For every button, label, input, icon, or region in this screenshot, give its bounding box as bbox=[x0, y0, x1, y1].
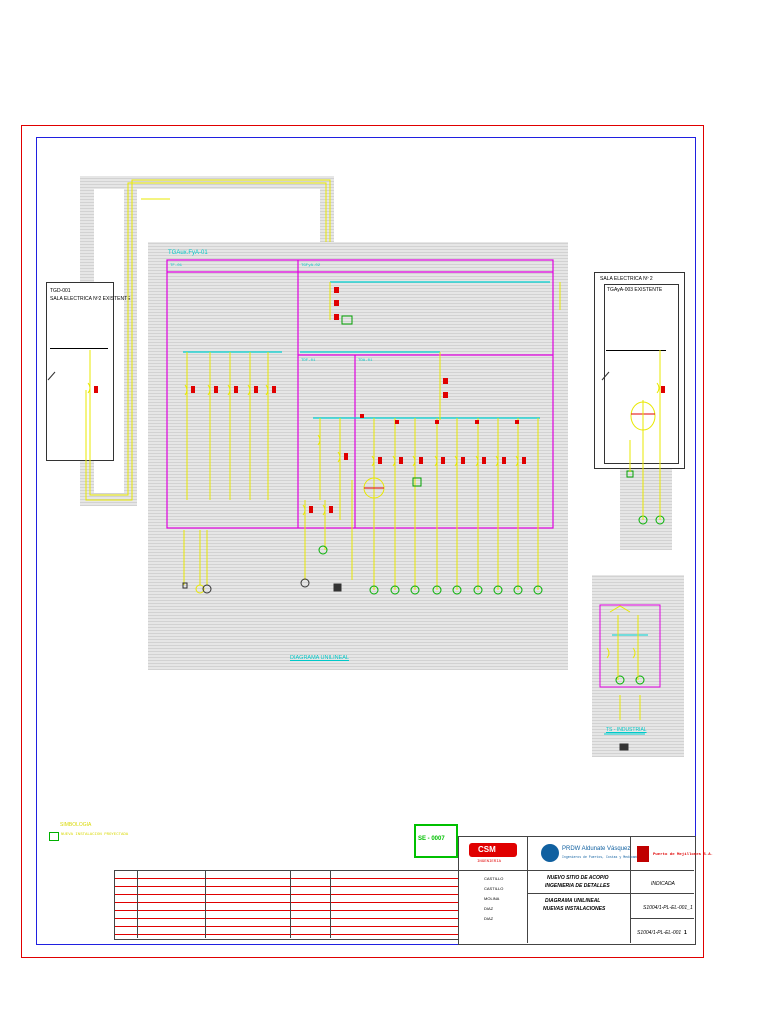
title-block-col-a bbox=[527, 836, 528, 943]
contractor-logo bbox=[469, 843, 517, 857]
stamp-box bbox=[414, 824, 458, 858]
load-terminals bbox=[318, 515, 665, 685]
person-4: DIAZ bbox=[484, 906, 494, 911]
sheet-border-blue bbox=[36, 137, 696, 945]
title-block-right-sep1 bbox=[630, 893, 694, 894]
project-line-1: NUEVO SITIO DE ACOPIO bbox=[547, 875, 609, 881]
person-2: CASTILLO bbox=[484, 886, 504, 891]
revision-table bbox=[114, 870, 460, 940]
sheet-border-red bbox=[21, 125, 704, 958]
revision-table-cols bbox=[137, 870, 138, 938]
contractor-logo-sub: INGENIERIA bbox=[477, 860, 502, 864]
drawing-line-2: NUEVAS INSTALACIONES bbox=[543, 906, 606, 912]
person-5: DIAZ bbox=[484, 916, 494, 921]
diagram-label: DIAGRAMA UNILINEAL bbox=[290, 655, 349, 661]
title-block-logo-row-sep bbox=[458, 870, 694, 871]
breaker-symbols bbox=[87, 382, 660, 659]
board-sub1-label: TF-01 bbox=[170, 264, 183, 268]
transformer-units bbox=[182, 315, 656, 751]
revision-table-col2 bbox=[205, 870, 206, 938]
cable-route-top-inner bbox=[137, 189, 320, 242]
legend-title: SIMBOLOGIA bbox=[60, 822, 92, 828]
title-block-mid-sep bbox=[527, 893, 630, 894]
board-outlines bbox=[166, 259, 554, 529]
drawing-line-1: DIAGRAMA UNILINEAL bbox=[545, 898, 601, 904]
board-sub3-label: TDF-01 bbox=[301, 359, 316, 363]
feeders-group-3 bbox=[304, 282, 561, 590]
right-room-inner bbox=[604, 284, 679, 464]
board-sub2-label: TGFyA-02 bbox=[301, 264, 321, 268]
ts-box bbox=[599, 604, 661, 735]
right-room-box bbox=[594, 272, 685, 469]
left-room-subtitle: SALA ELECTRICA Nº2 EXISTENTE bbox=[50, 296, 131, 302]
board-title: TGAux.FyA-01 bbox=[168, 250, 208, 256]
board-sub4-label: TDA-01 bbox=[358, 359, 373, 363]
right-room-busbar bbox=[606, 350, 666, 351]
wave-icon bbox=[541, 844, 559, 862]
ts-box-label: TS - INDUSTRIAL bbox=[606, 727, 647, 733]
left-room-busbar bbox=[50, 348, 108, 349]
stamp-text: SE - 0007 bbox=[418, 836, 445, 842]
doc-number-2: S1004/1-PL-EL-001 bbox=[637, 930, 682, 936]
left-room-title: TGD-001 bbox=[50, 288, 71, 294]
revision-table-col3 bbox=[290, 870, 291, 938]
revision-table-col4 bbox=[330, 870, 331, 938]
client-name: Puerto de Mejillones S.A. bbox=[653, 853, 714, 857]
feeders-group-1 bbox=[183, 352, 269, 585]
legend-swatch bbox=[49, 832, 59, 841]
left-room-box bbox=[46, 282, 114, 461]
breaker-tags bbox=[94, 287, 665, 513]
consultant-name: PRDW Aldunate Vásquez bbox=[562, 846, 631, 852]
cable-route-lines bbox=[85, 179, 331, 501]
right-feed-lines bbox=[629, 350, 661, 520]
scale-value: INDICADA bbox=[651, 881, 675, 887]
right-room-title: SALA ELECTRICA Nº 2 bbox=[600, 276, 653, 282]
project-line-2: INGENIERIA DE DETALLES bbox=[545, 883, 610, 889]
revision-number: 1 bbox=[684, 930, 687, 936]
title-block-col-b bbox=[630, 836, 631, 943]
contractor-logo-text: CSM bbox=[478, 845, 496, 854]
title-block-right-sep2 bbox=[630, 918, 694, 919]
legend-item: NUEVA INSTALACION PROYECTADA bbox=[61, 833, 129, 837]
consultant-sub: Ingenieros de Puertos, Costas y Medioamb… bbox=[562, 855, 649, 859]
left-room-feeder bbox=[47, 350, 610, 390]
doc-number-1: S1004/1-PL-EL-001_1 bbox=[643, 905, 693, 911]
right-room-subtitle: TGAyA-003 EXISTENTE bbox=[607, 287, 663, 293]
person-1: CASTILLO bbox=[484, 876, 504, 881]
client-logo-icon bbox=[637, 846, 649, 862]
person-3: MOLINA bbox=[484, 896, 500, 901]
busbars bbox=[183, 281, 550, 419]
